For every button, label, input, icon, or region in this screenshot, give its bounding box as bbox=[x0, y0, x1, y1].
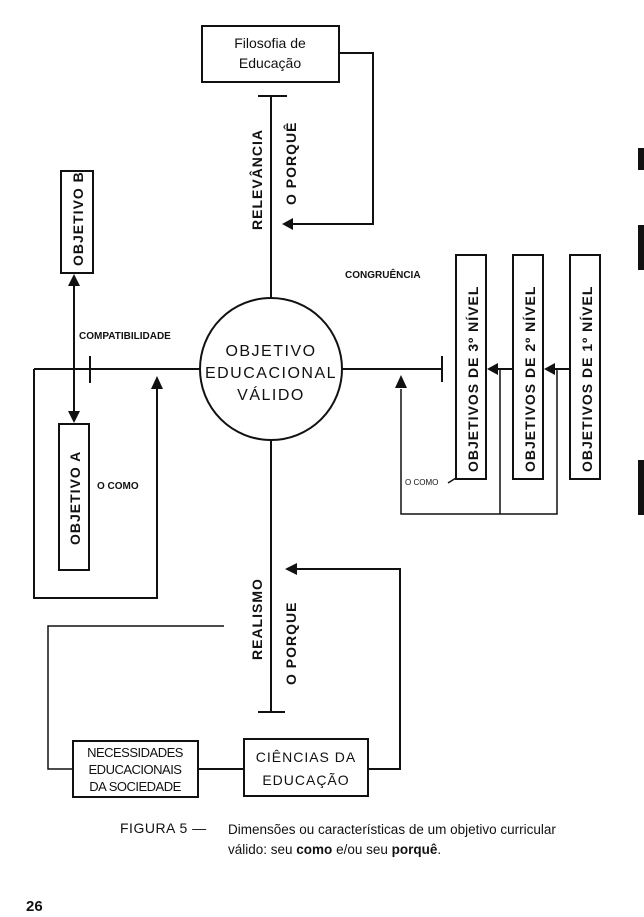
page-number: 26 bbox=[26, 898, 43, 915]
bottom-axis-dimension-label: REALISMO bbox=[249, 578, 265, 660]
philosophy-box bbox=[201, 25, 340, 83]
philosophy-arrowhead bbox=[282, 218, 293, 230]
top-axis-reason-label: O PORQUÊ bbox=[282, 122, 299, 205]
bottom-axis-reason-label: O PORQUE bbox=[283, 602, 299, 685]
left-how-label: O COMO bbox=[97, 481, 139, 492]
caption-line-1: Dimensões ou características de um objet… bbox=[228, 822, 556, 837]
right-feedback-arrowhead bbox=[395, 375, 407, 388]
level-1-label: OBJETIVOS DE 1º NÍVEL bbox=[579, 286, 595, 472]
caption-text-a: válido: seu bbox=[228, 842, 297, 857]
level-2-to-3-arrowhead bbox=[487, 363, 498, 375]
figure-caption: Dimensões ou características de um objet… bbox=[228, 820, 628, 860]
education-sciences-box bbox=[243, 738, 369, 797]
society-needs-line-1: NECESSIDADES bbox=[87, 745, 184, 760]
left-axis-dimension-label: COMPATIBILIDADE bbox=[79, 331, 171, 342]
objective-a-box bbox=[58, 423, 90, 571]
left-feedback-arrowhead bbox=[151, 376, 163, 389]
center-line-3: VÁLIDO bbox=[237, 385, 305, 404]
philosophy-feedback-line bbox=[292, 52, 374, 225]
education-sciences-line-2: EDUCAÇÃO bbox=[262, 772, 349, 788]
scan-edge-mark bbox=[638, 148, 644, 170]
level-3-box bbox=[455, 254, 487, 480]
society-needs-line-3: DA SOCIEDADE bbox=[89, 779, 181, 794]
caption-bold-como: como bbox=[296, 842, 333, 857]
objective-b-box bbox=[60, 170, 94, 274]
arrow-to-objective-a bbox=[68, 411, 80, 423]
objective-a-label: OBJETIVO A bbox=[67, 451, 83, 545]
objective-b-label: OBJETIVO B bbox=[70, 171, 86, 266]
level-3-label: OBJETIVOS DE 3º NÍVEL bbox=[465, 286, 481, 472]
center-line-1: OBJETIVO bbox=[225, 343, 316, 360]
scan-edge-mark bbox=[638, 225, 644, 270]
education-sciences-arrowhead bbox=[285, 563, 297, 575]
level-2-label: OBJETIVOS DE 2º NÍVEL bbox=[522, 286, 538, 472]
caption-line-2: válido: seu como e/ou seu porquê. bbox=[228, 840, 628, 860]
level-2-box bbox=[512, 254, 544, 480]
caption-text-c: . bbox=[437, 842, 442, 857]
level-1-box bbox=[569, 254, 601, 480]
level-1-to-2-arrowhead bbox=[544, 363, 555, 375]
top-axis-dimension-label: RELEVÂNCIA bbox=[248, 129, 265, 230]
right-axis-dimension-label: CONGRUÊNCIA bbox=[345, 268, 421, 281]
left-feedback-line bbox=[33, 369, 158, 599]
right-how-label: O COMO bbox=[405, 478, 438, 487]
figure-label: FIGURA 5 — bbox=[120, 820, 207, 836]
education-sciences-line-1: CIÊNCIAS DA bbox=[256, 749, 356, 765]
scan-edge-mark bbox=[638, 460, 644, 515]
society-needs-loop bbox=[47, 625, 224, 770]
arrow-to-objective-b bbox=[68, 274, 80, 286]
caption-bold-porque: porquê bbox=[391, 842, 438, 857]
caption-text-b: e/ou seu bbox=[332, 842, 392, 857]
philosophy-line-2: Educação bbox=[239, 55, 301, 71]
education-sciences-feedback-line bbox=[296, 568, 401, 770]
center-line-2: EDUCACIONAL bbox=[205, 365, 337, 382]
society-needs-line-2: EDUCACIONAIS bbox=[89, 762, 183, 777]
right-feedback-line bbox=[400, 369, 558, 515]
right-how-connector bbox=[447, 477, 457, 484]
philosophy-line-1: Filosofia de bbox=[234, 35, 306, 51]
